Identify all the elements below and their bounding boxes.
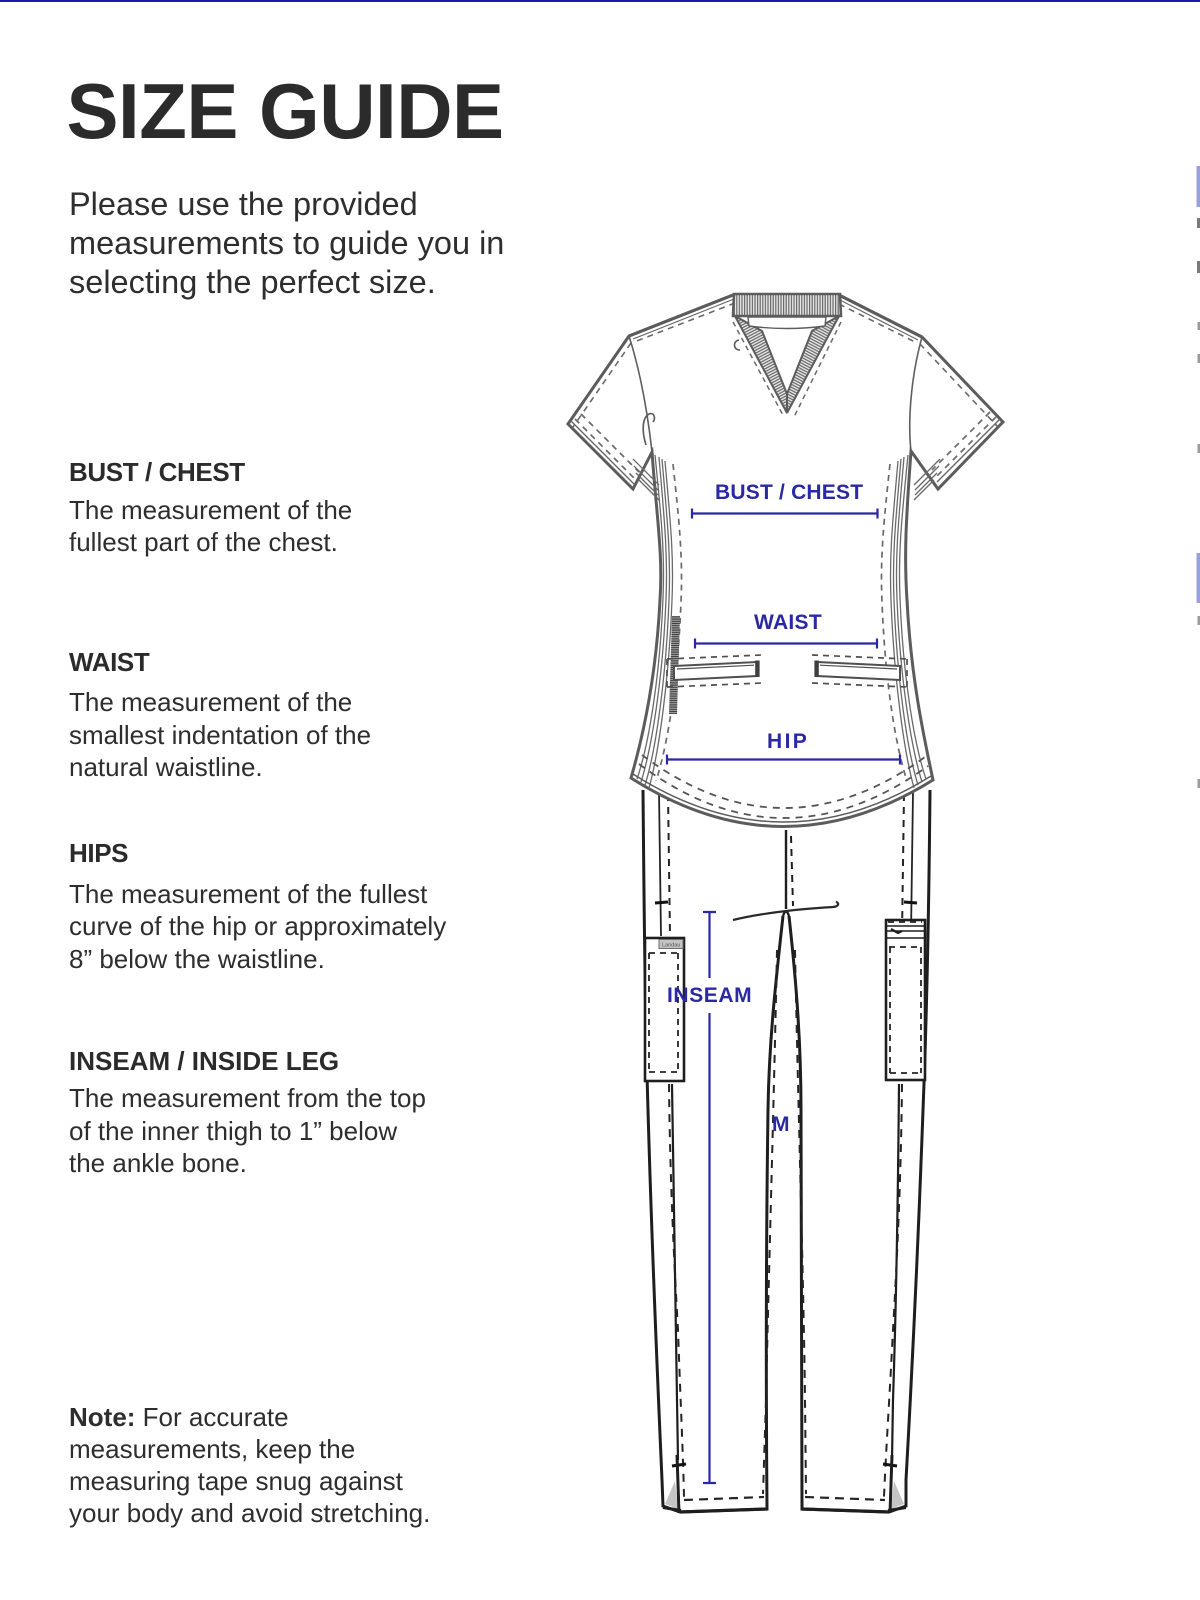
svg-text:Landau: Landau: [662, 943, 680, 949]
